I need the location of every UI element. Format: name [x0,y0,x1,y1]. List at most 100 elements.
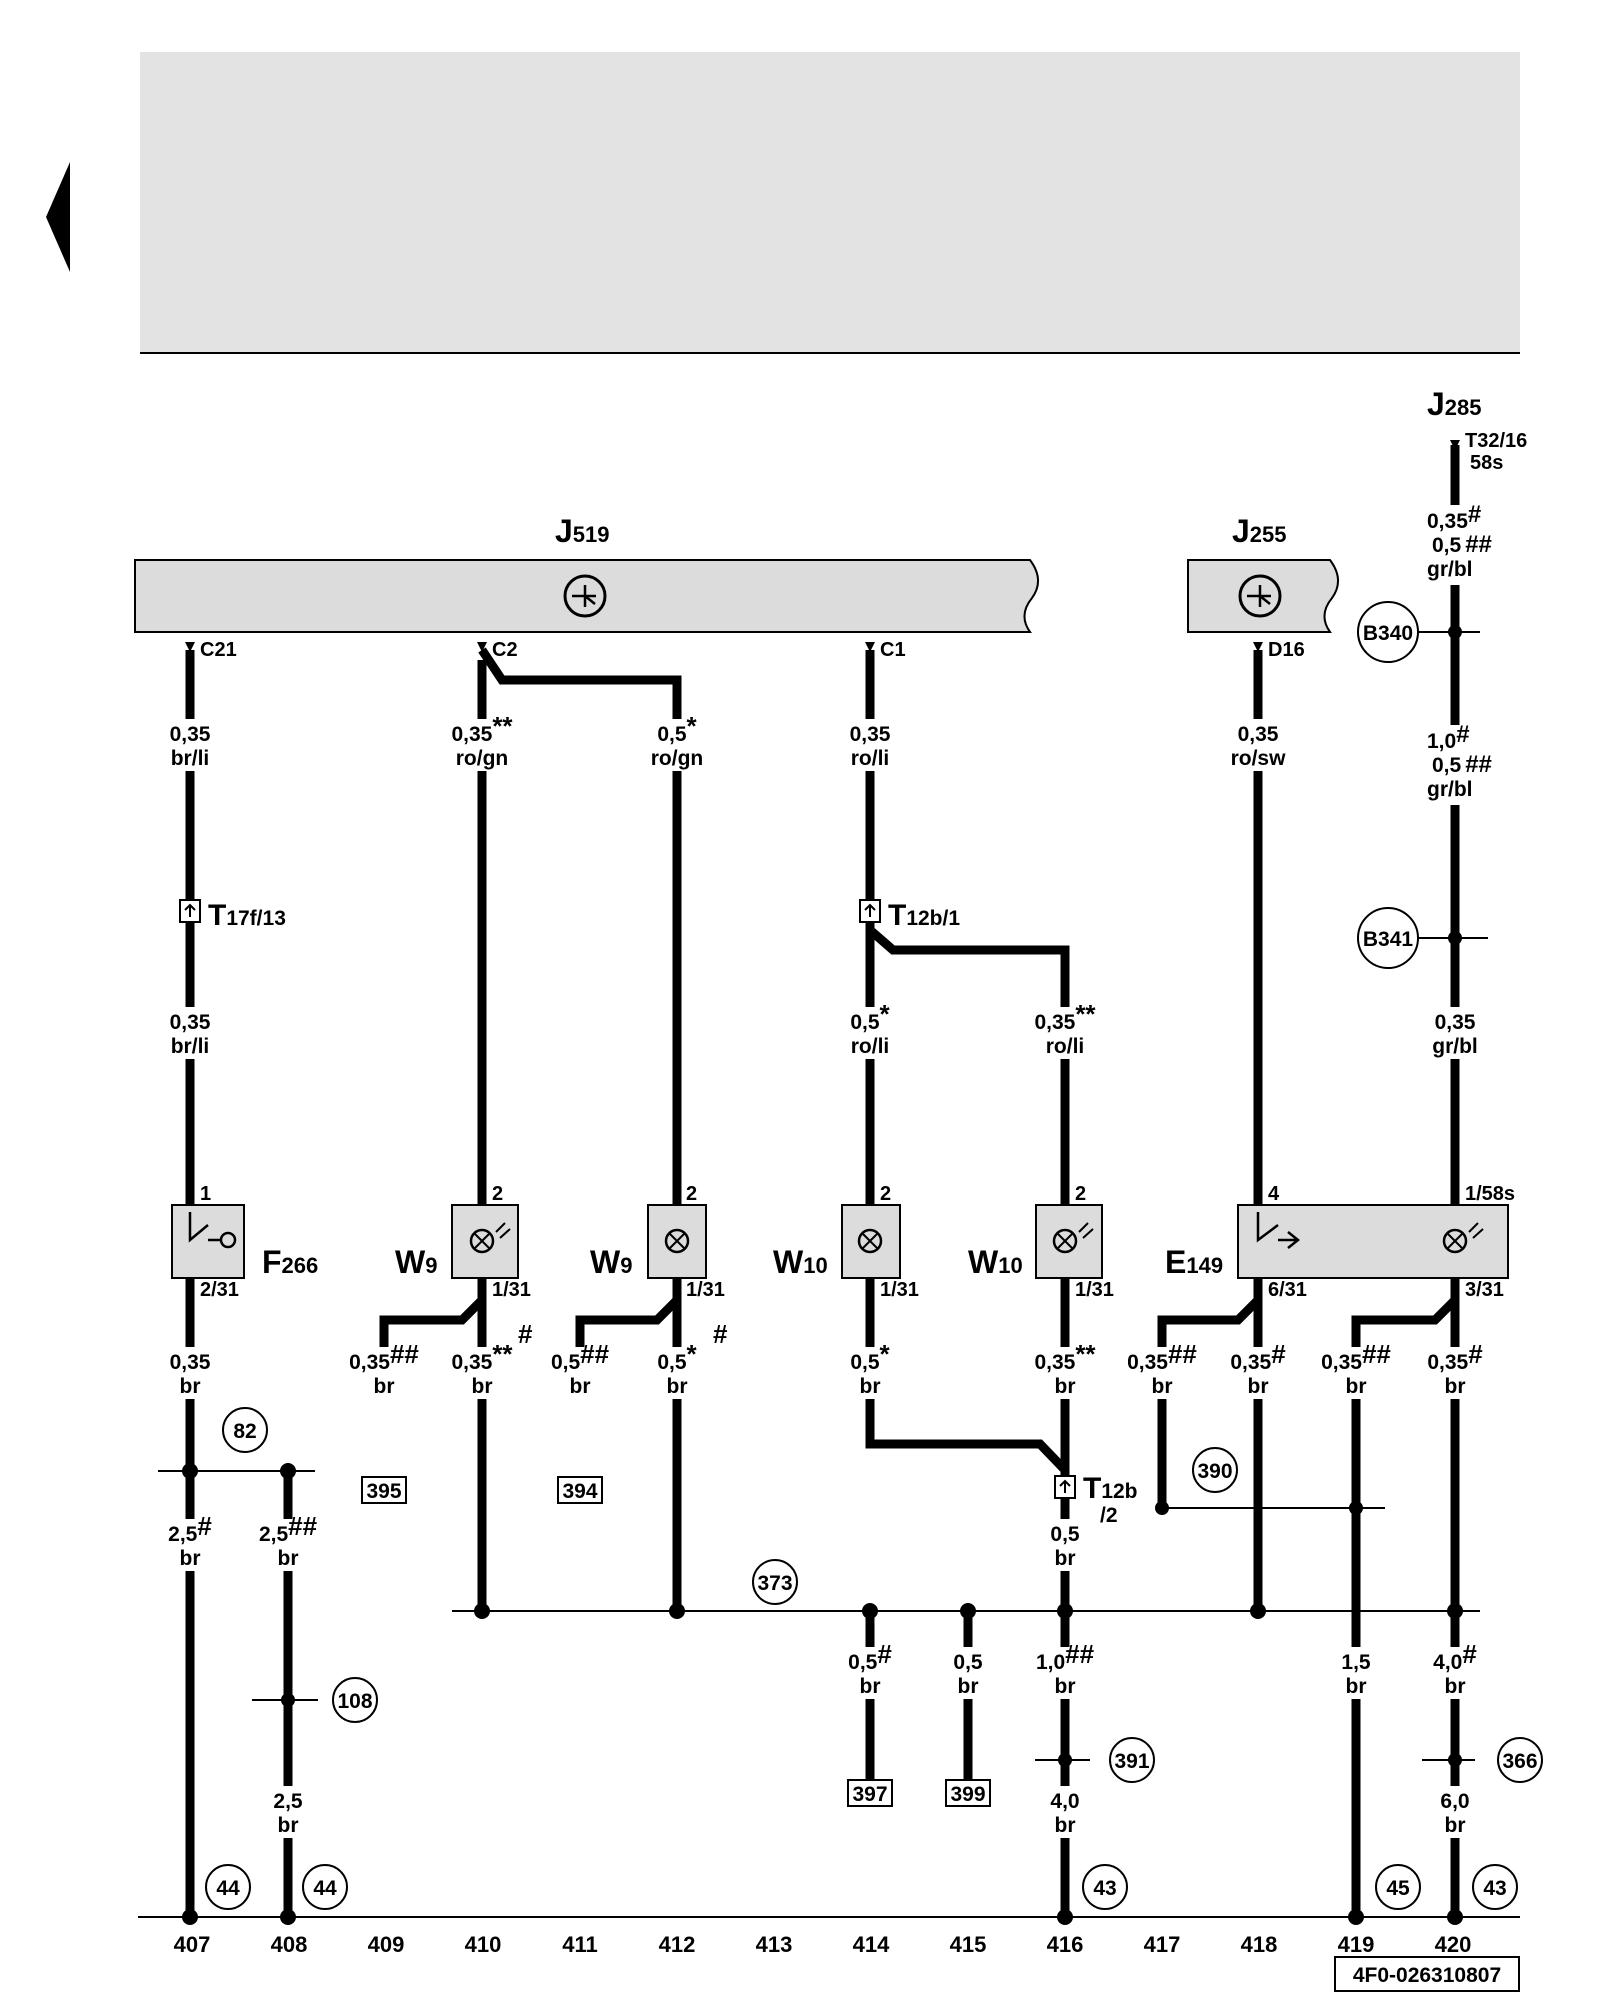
svg-text:0,35**: 0,35** [451,711,513,746]
wire-label: 0,35**#br [451,1319,533,1399]
junction-dots [182,625,1463,1925]
svg-text:br: br [860,1375,881,1398]
svg-text:br: br [1346,1675,1367,1698]
svg-text:br: br [1445,1814,1466,1837]
doc-id-box [1334,1956,1520,1992]
header-panel [140,52,1520,352]
svg-text:44: 44 [313,1877,337,1900]
circle-ref: 45 [1375,1864,1421,1910]
svg-text:0,5: 0,5 [1050,1523,1080,1546]
w10b-lamp-box [1035,1204,1103,1279]
wires [185,445,1460,1917]
pin-label: 2 [492,1183,503,1205]
box-refs: 395 394 397 399 [361,1476,991,1807]
svg-text:#: # [518,1319,533,1349]
track-number: 420 [1435,1932,1472,1957]
wire-label: 0,5*#br [651,1319,728,1399]
j255-label: J255 [1232,513,1287,549]
svg-text:0,35**: 0,35** [451,1339,513,1374]
svg-text:ro/sw: ro/sw [1231,747,1287,770]
wire-label: 0,5#br [844,1639,896,1699]
svg-text:366: 366 [1502,1750,1537,1773]
svg-text:br: br [180,1547,201,1570]
svg-text:43: 43 [1483,1877,1506,1900]
svg-text:br: br [374,1375,395,1398]
wire-label: 2,5#br [164,1511,216,1571]
svg-text:br: br [1055,1814,1076,1837]
svg-text:45: 45 [1386,1877,1410,1900]
ref-box[interactable]: 397 [847,1779,893,1807]
wire-label: 0,35#br [1230,1339,1286,1399]
circle-ref: 43 [1472,1864,1518,1910]
pin-label: 3/31 [1465,1279,1504,1301]
svg-text:4,0#: 4,0# [1433,1639,1477,1674]
wire-label: 2,5br [262,1786,314,1838]
e149-switch-box [1237,1204,1509,1279]
pin-labels: C21 C2 C1 D16 1 2 2 2 2 4 1/58s 2/31 1/3… [200,639,1515,1301]
j285-wire-label-2: 1,0# 0,5## gr/bl [1425,721,1492,805]
svg-text:399: 399 [950,1783,985,1806]
svg-text:br: br [1445,1375,1466,1398]
e149-dimmer-icon [1256,1212,1301,1249]
circle-ref: B340 [1357,601,1419,663]
svg-text:br: br [1055,1547,1076,1570]
back-arrow-icon[interactable] [46,162,70,272]
circle-ref: 108 [332,1677,378,1723]
svg-text:2,5: 2,5 [273,1790,303,1813]
j285-pin-line1: T32/16 [1465,430,1527,452]
svg-text:395: 395 [366,1480,401,1503]
doc-id: 4F0-026310807 [1353,1964,1501,1987]
svg-text:0,5: 0,5 [953,1651,983,1674]
track-number: 411 [562,1932,598,1957]
pin-label: 1 [200,1183,211,1205]
svg-text:0,35: 0,35 [1435,1011,1476,1034]
wire-label: 1,0##br [1036,1639,1095,1699]
svg-text:82: 82 [233,1420,256,1443]
track-number: 414 [853,1932,890,1957]
svg-text:0,35: 0,35 [170,1011,211,1034]
pin-label: 1/31 [686,1279,725,1301]
ref-box[interactable]: 394 [557,1476,603,1504]
pin-label: 2 [880,1183,891,1205]
svg-text:br: br [1055,1675,1076,1698]
pin-label: C2 [492,639,518,661]
svg-text:0,35##: 0,35## [349,1339,419,1374]
wire-label: 0,5br [942,1647,994,1699]
wire-label: 0,5br [1039,1519,1091,1571]
pin-label: 1/31 [1075,1279,1114,1301]
pin-label: 6/31 [1268,1279,1307,1301]
svg-text:108: 108 [337,1690,372,1713]
svg-text:1,0#: 1,0# [1427,721,1470,753]
svg-text:ro/li: ro/li [851,1035,890,1058]
t12b2-sub-label: /2 [1100,1504,1118,1527]
track-number: 419 [1338,1932,1375,1957]
wire-label: 0,35##br [349,1339,419,1399]
pin-label: C1 [880,639,906,661]
circle-ref: 43 [1082,1864,1128,1910]
ref-box[interactable]: 395 [361,1476,407,1504]
lamp-icons [469,1222,1484,1254]
w10a-label: W10 [773,1244,828,1280]
svg-text:br: br [570,1375,591,1398]
svg-text:br: br [278,1814,299,1837]
svg-text:gr/bl: gr/bl [1427,778,1473,801]
circle-ref: 44 [302,1864,348,1910]
svg-text:0,5##: 0,5## [1432,531,1492,558]
circle-ref: B341 [1357,907,1419,969]
svg-text:br: br [860,1675,881,1698]
track-number: 413 [756,1932,793,1957]
track-number: 416 [1047,1932,1084,1957]
w9b-label: W9 [590,1244,632,1280]
svg-text:B341: B341 [1363,928,1414,951]
pin-label: 1/31 [880,1279,919,1301]
wire-label: 0,35##br [1127,1339,1197,1399]
svg-text:2,5##: 2,5## [259,1511,318,1546]
svg-text:1,0##: 1,0## [1036,1639,1095,1674]
ref-box[interactable]: 399 [945,1779,991,1807]
svg-text:0,35: 0,35 [170,1351,211,1374]
track-number: 408 [271,1932,308,1957]
pin-label: 2 [686,1183,697,1205]
wire-label: 4,0#br [1429,1639,1481,1699]
